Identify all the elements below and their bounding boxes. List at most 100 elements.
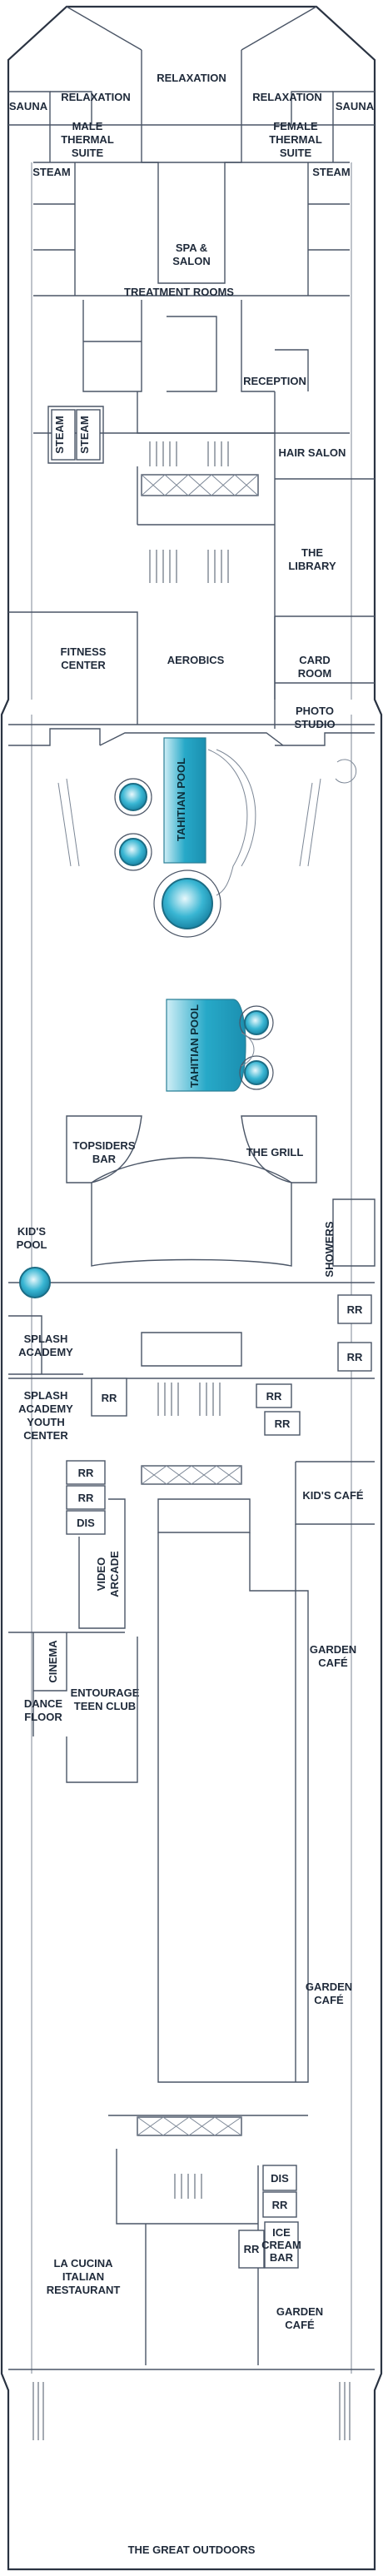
hot-tub-1-ring bbox=[114, 778, 152, 816]
pool-deck bbox=[8, 728, 375, 867]
hot-tub-2-ring bbox=[114, 833, 152, 871]
fitness-line2: CENTER bbox=[61, 659, 106, 671]
fitness-line1: FITNESS bbox=[61, 645, 107, 658]
sauna-right-label: SAUNA bbox=[336, 100, 375, 112]
dis-left: DIS bbox=[77, 1517, 95, 1529]
treatment-rooms-label: TREATMENT ROOMS bbox=[124, 286, 234, 298]
garden-cafe-2-line1: GARDEN bbox=[306, 1981, 352, 1993]
entourage-line2: TEEN CLUB bbox=[74, 1700, 136, 1712]
kids-cafe-label: KID'S CAFÉ bbox=[302, 1489, 363, 1502]
dance-floor-line2: FLOOR bbox=[24, 1711, 62, 1723]
kids-pool-line1: KID'S bbox=[17, 1225, 46, 1238]
rr-left-2-box bbox=[66, 1485, 106, 1510]
female-thermal-line3: SUITE bbox=[280, 147, 312, 159]
rr-left-1-box bbox=[66, 1460, 106, 1485]
entourage-line1: ENTOURAGE bbox=[71, 1687, 140, 1699]
la-cucina-line2: ITALIAN bbox=[62, 2270, 104, 2283]
splash-academy-line1: SPLASH bbox=[24, 1333, 68, 1345]
female-thermal-line2: THERMAL bbox=[269, 133, 322, 146]
splash-youth-line2: ACADEMY bbox=[18, 1403, 73, 1415]
hot-tub-4-ring bbox=[239, 1055, 274, 1090]
library-line2: LIBRARY bbox=[288, 560, 336, 572]
splash-youth-line4: CENTER bbox=[23, 1429, 68, 1442]
main-jet-ring bbox=[153, 869, 221, 938]
reception-label: RECEPTION bbox=[243, 375, 306, 387]
rr-right-2-box bbox=[238, 2230, 265, 2269]
stairs-mid bbox=[157, 1383, 221, 1416]
hot-tub-3-ring bbox=[239, 1005, 274, 1040]
hot-tub-2 bbox=[119, 838, 147, 866]
spa-salon-line2: SALON bbox=[172, 255, 211, 267]
the-grill-label: THE GRILL bbox=[246, 1146, 304, 1158]
tahitian-pool-1 bbox=[163, 737, 206, 864]
aerobics-label: AEROBICS bbox=[167, 654, 225, 666]
rr-youth-box bbox=[91, 1378, 127, 1417]
hair-salon-label: HAIR SALON bbox=[279, 446, 346, 459]
steam-room-1 bbox=[51, 409, 76, 461]
spa-salon-line1: SPA & bbox=[176, 242, 207, 254]
sauna-left-label: SAUNA bbox=[9, 100, 48, 112]
elevators-mid bbox=[141, 1465, 242, 1485]
kids-pool bbox=[19, 1267, 51, 1298]
stairs-aft bbox=[174, 2174, 202, 2199]
garden-cafe-2-line2: CAFÉ bbox=[314, 1994, 344, 2006]
dis-right: DIS bbox=[271, 2172, 289, 2185]
ice-cream-line2: CREAM bbox=[261, 2239, 301, 2251]
video-arcade-line2: ARCADE bbox=[108, 1551, 121, 1597]
la-cucina-line3: RESTAURANT bbox=[47, 2284, 121, 2296]
tahitian-pool-1-label: TAHITIAN POOL bbox=[175, 758, 187, 841]
la-cucina-line1: LA CUCINA bbox=[53, 2257, 113, 2270]
garden-cafe-3-line1: GARDEN bbox=[276, 2305, 323, 2318]
relaxation-right-label: RELAXATION bbox=[252, 91, 322, 103]
aft-deck-railing bbox=[32, 2382, 351, 2440]
showers-label: SHOWERS bbox=[323, 1221, 336, 1278]
male-thermal-line2: THERMAL bbox=[61, 133, 114, 146]
rr-right-1: RR bbox=[272, 2199, 288, 2211]
dis-left-box bbox=[66, 1510, 106, 1535]
ice-cream-line1: ICE bbox=[272, 2226, 291, 2239]
topsiders-line2: BAR bbox=[92, 1153, 117, 1165]
male-thermal-line3: SUITE bbox=[72, 147, 104, 159]
library-line1: THE bbox=[301, 546, 323, 559]
great-outdoors-label: THE GREAT OUTDOORS bbox=[128, 2544, 256, 2556]
rr-mid-2: RR bbox=[275, 1418, 291, 1430]
splash-academy-line2: ACADEMY bbox=[18, 1346, 73, 1358]
spa-zone bbox=[8, 6, 375, 729]
ice-cream-line3: BAR bbox=[270, 2251, 294, 2264]
kids-pool-line2: POOL bbox=[17, 1238, 47, 1251]
bar-grill-area bbox=[8, 1115, 375, 1367]
rr-youth: RR bbox=[102, 1392, 117, 1404]
topsiders-line1: TOPSIDERS bbox=[73, 1139, 136, 1152]
steam-1-label: STEAM bbox=[53, 416, 66, 454]
tahitian-pool-2 bbox=[166, 999, 246, 1092]
hot-tub-3 bbox=[244, 1010, 269, 1035]
steam-2-label: STEAM bbox=[78, 416, 91, 454]
photo-studio-line1: PHOTO bbox=[296, 705, 334, 717]
steam-room-2 bbox=[76, 409, 101, 461]
female-thermal-line1: FEMALE bbox=[273, 120, 318, 132]
relaxation-left-label: RELAXATION bbox=[61, 91, 131, 103]
garden-cafe-3-line2: CAFÉ bbox=[285, 2319, 315, 2331]
rr-mid-2-box bbox=[264, 1411, 301, 1436]
dance-floor-line1: DANCE bbox=[24, 1697, 63, 1710]
rr-showers-1-box bbox=[337, 1294, 372, 1324]
garden-cafe-1-line1: GARDEN bbox=[310, 1643, 356, 1656]
rr-right-1-box bbox=[262, 2191, 297, 2218]
rr-showers-2-box bbox=[337, 1342, 372, 1372]
card-room-line1: CARD bbox=[299, 654, 331, 666]
card-room-line2: ROOM bbox=[298, 667, 331, 680]
splash-youth-line3: YOUTH bbox=[27, 1416, 65, 1428]
ship-hull bbox=[0, 5, 383, 2571]
photo-studio-line2: STUDIO bbox=[294, 718, 335, 730]
dis-right-box bbox=[262, 2165, 297, 2191]
rr-mid-1: RR bbox=[266, 1390, 282, 1403]
rr-showers-1: RR bbox=[347, 1303, 363, 1316]
steam-left-label: STEAM bbox=[32, 166, 71, 178]
main-jet-pool bbox=[162, 878, 213, 929]
steam-right-label: STEAM bbox=[312, 166, 351, 178]
hot-tub-4 bbox=[244, 1060, 269, 1085]
ice-cream-bar-box bbox=[264, 2221, 299, 2269]
rr-mid-1-box bbox=[256, 1383, 292, 1408]
stairs-upper bbox=[149, 441, 229, 466]
